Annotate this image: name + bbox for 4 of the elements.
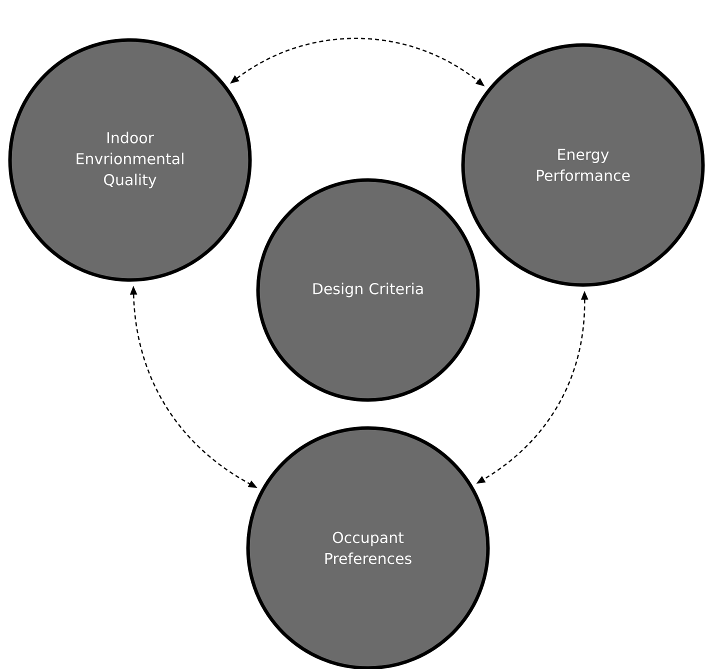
circle-node: Indoor Envrionmental Quality bbox=[8, 38, 252, 282]
circle-node: Occupant Preferences bbox=[246, 426, 490, 669]
circle-node: Design Criteria bbox=[256, 178, 480, 402]
circle-node: Energy Performance bbox=[461, 43, 705, 287]
